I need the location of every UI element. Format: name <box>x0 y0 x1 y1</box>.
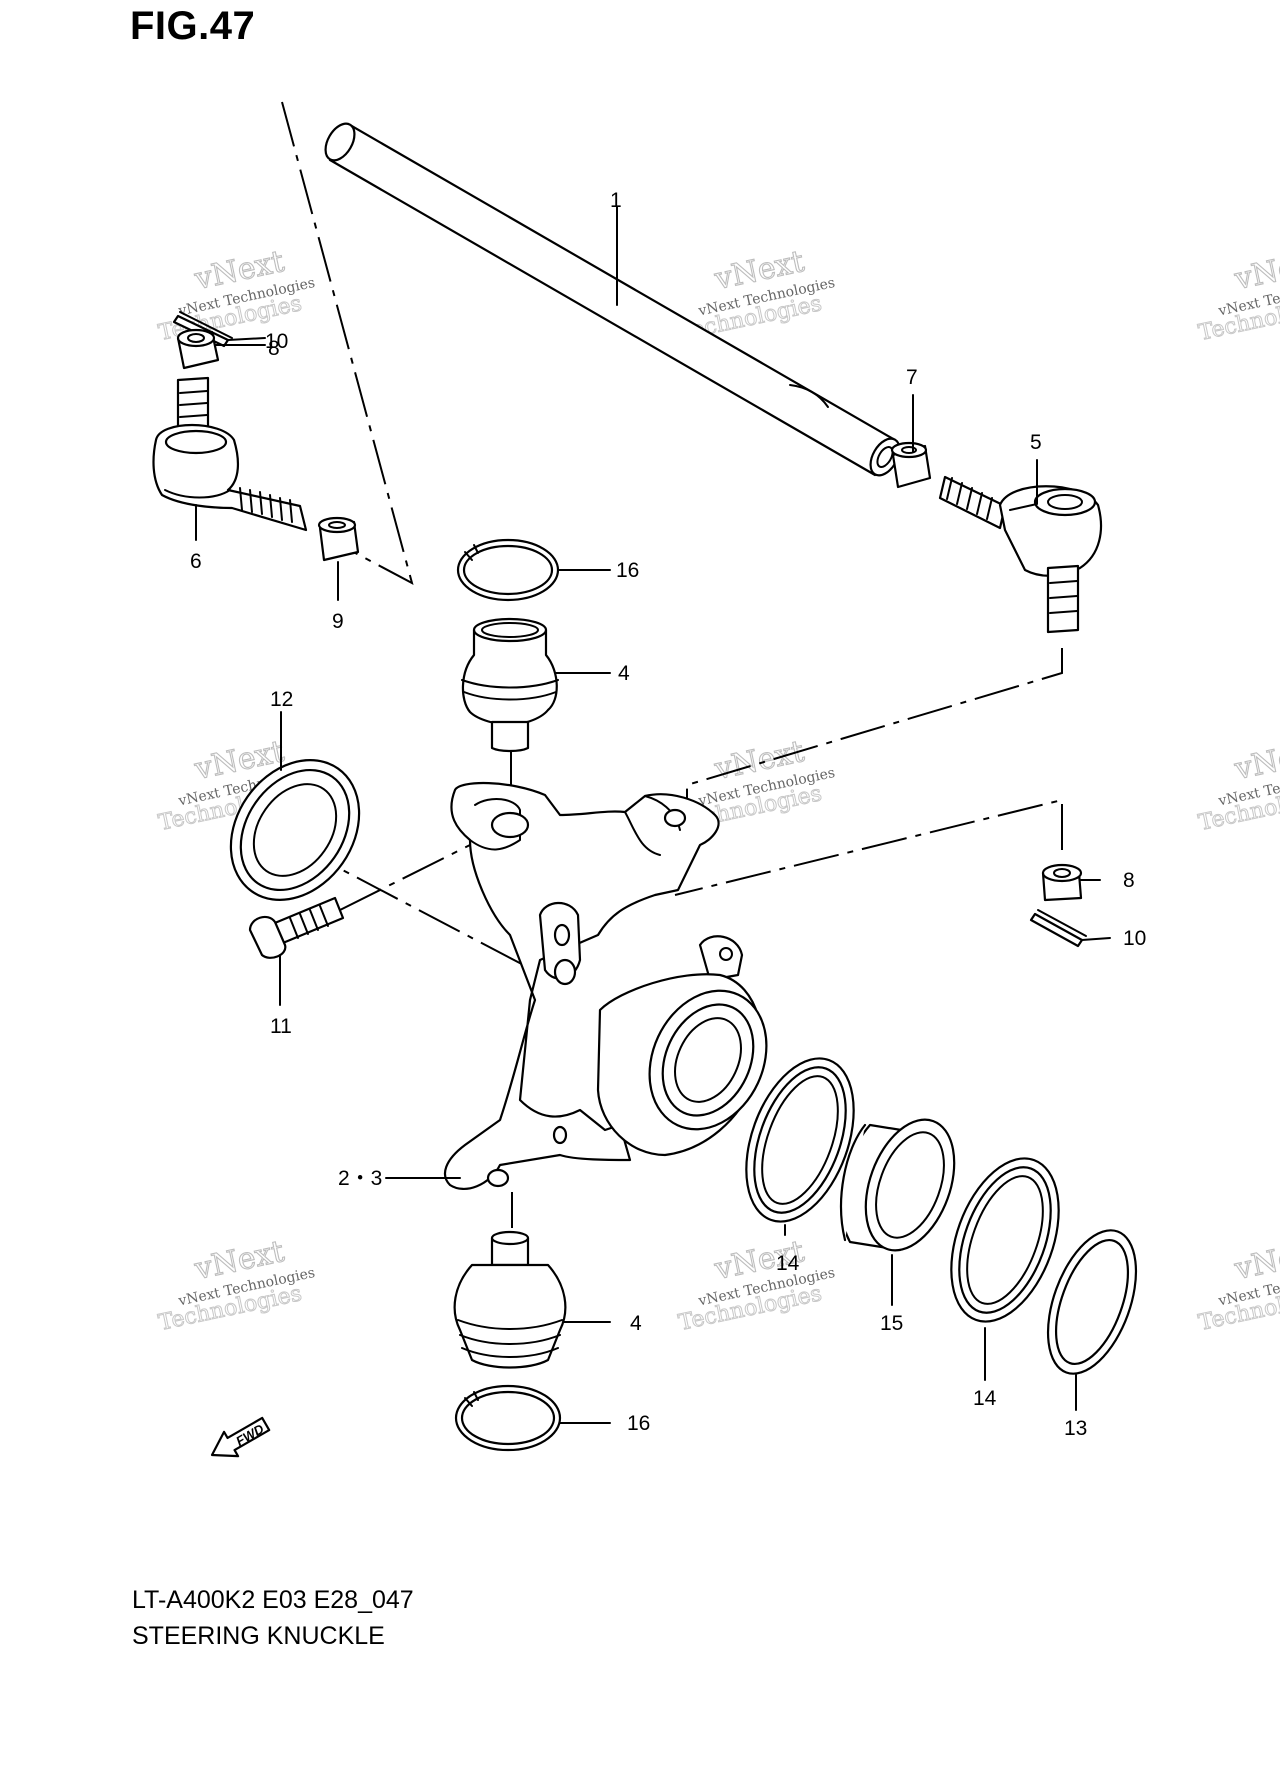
callout-4-upper: 4 <box>618 662 630 685</box>
cotter-pin-lower <box>1029 909 1087 948</box>
fwd-arrow: FWD <box>210 1416 271 1458</box>
tie-rod-end-right <box>938 475 1102 634</box>
callout-8-upper: 8 <box>268 337 280 360</box>
callout-7: 7 <box>906 366 918 389</box>
callout-2-3: 2・3 <box>338 1167 382 1190</box>
callout-8-lower: 8 <box>1123 869 1135 892</box>
nut-assembly-line <box>674 798 1063 896</box>
callout-1: 1 <box>610 189 622 212</box>
callout-14-front: 14 <box>776 1252 800 1275</box>
callout-labels: 1 10 8 7 5 6 16 9 4 12 8 10 11 2・3 14 15… <box>190 189 1146 1440</box>
nut-right <box>890 441 932 489</box>
figure-title: FIG.47 <box>130 4 256 48</box>
callout-10-upper: 10 <box>265 330 288 353</box>
callout-16-lower: 16 <box>627 1412 650 1435</box>
oil-seal-rear <box>950 1157 1060 1323</box>
castle-nut-right <box>1041 863 1083 902</box>
circlip-upper <box>456 538 560 602</box>
oil-seal-left <box>229 759 361 901</box>
steering-knuckle <box>443 782 768 1190</box>
bearing <box>839 1118 956 1252</box>
watermark-top: vNext <box>1231 244 1280 297</box>
callout-12: 12 <box>270 688 293 711</box>
oil-seal-front <box>745 1057 855 1223</box>
watermark: vNext vNext Technologies Technologies <box>1196 1234 1280 1337</box>
caption-name: STEERING KNUCKLE <box>132 1622 385 1650</box>
bolt-assembly-line <box>339 844 471 911</box>
watermark: vNext vNext Technologies Technologies <box>676 1234 837 1337</box>
callout-13: 13 <box>1064 1417 1087 1440</box>
callout-5: 5 <box>1030 431 1042 454</box>
callout-15: 15 <box>880 1312 903 1335</box>
watermark: vNext vNext Technologies Technologies <box>1196 244 1280 347</box>
tie-rod <box>324 122 901 477</box>
ball-joint-lower <box>453 1230 567 1369</box>
callout-14-rear: 14 <box>973 1387 997 1410</box>
seal-ring <box>1046 1229 1138 1375</box>
bolt <box>248 896 345 959</box>
caption-model: LT-A400K2 E03 E28_047 <box>132 1586 414 1614</box>
tie-rod-end-left <box>152 376 308 532</box>
callout-4-lower: 4 <box>630 1312 642 1335</box>
leader-lines <box>195 206 1111 1424</box>
watermark-top: vNext <box>1231 734 1280 787</box>
callout-11: 11 <box>270 1015 292 1038</box>
watermark: vNext vNext Technologies Technologies <box>1196 734 1280 837</box>
watermark: vNext vNext Technologies Technologies <box>156 1234 317 1337</box>
tie-rod-assembly-line <box>281 101 414 585</box>
nut-left <box>317 516 360 562</box>
callout-6: 6 <box>190 550 202 573</box>
watermark: vNext vNext Technologies Technologies <box>156 244 317 347</box>
callout-10-lower: 10 <box>1123 927 1146 950</box>
circlip-lower <box>454 1384 562 1452</box>
castle-nut-upper <box>176 328 220 370</box>
callout-9: 9 <box>332 610 344 633</box>
callout-16-upper: 16 <box>616 559 639 582</box>
watermark-top: vNext <box>1231 1234 1280 1287</box>
ball-joint-upper <box>461 617 559 753</box>
